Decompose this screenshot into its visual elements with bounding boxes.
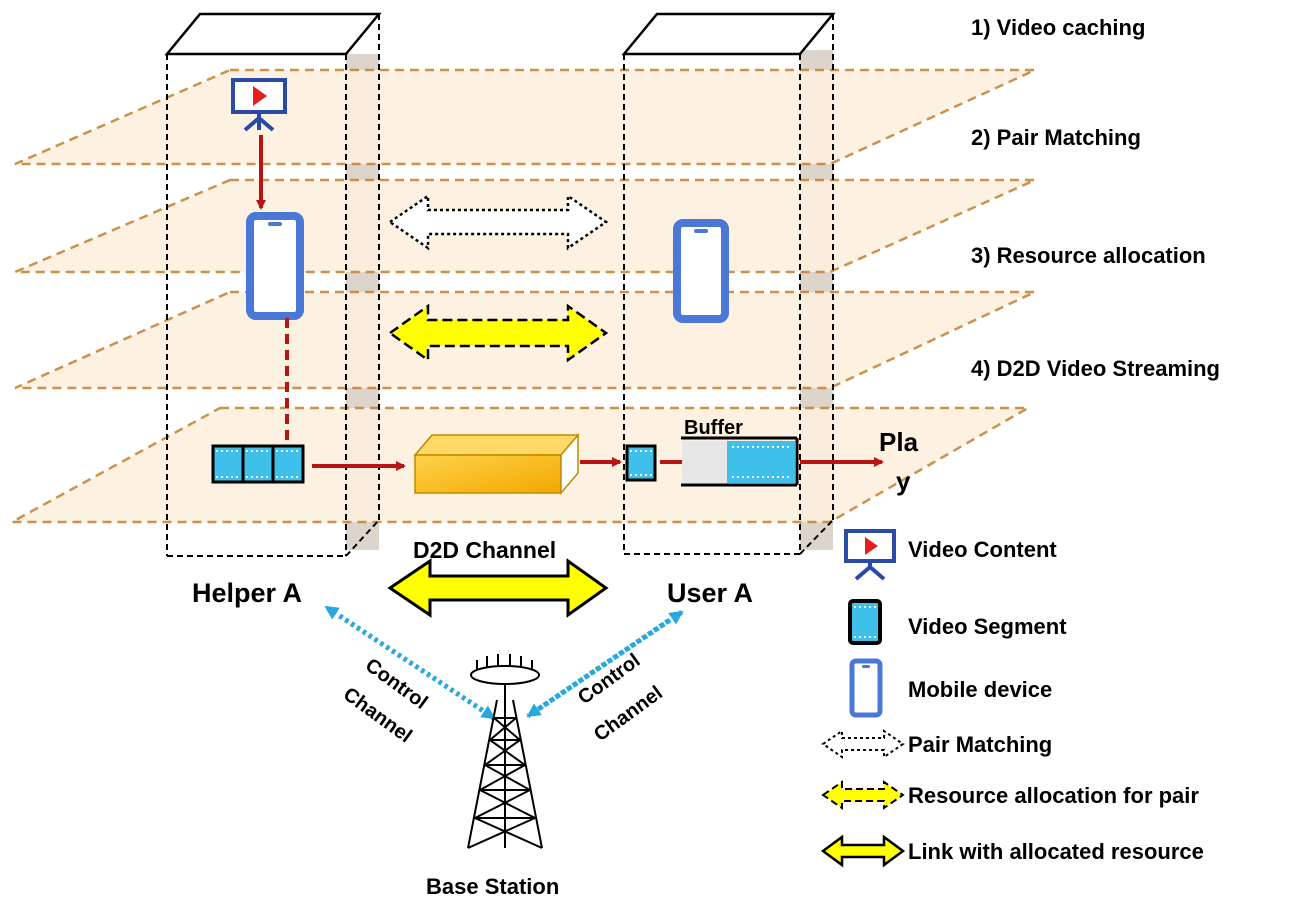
base-station-label: Base Station (426, 874, 559, 899)
segment-cell (271, 444, 305, 484)
legend-pair-matching-label: Pair Matching (908, 732, 1052, 757)
base-station-tower-icon (467, 654, 543, 849)
legend-mobile-device-label: Mobile device (908, 677, 1052, 702)
user-mobile-icon (673, 219, 729, 323)
legend-resource-allocation-label: Resource allocation for pair (908, 783, 1199, 808)
buffer-label: Buffer (684, 417, 743, 439)
control-channel-user-return (526, 618, 670, 719)
helper-building (164, 12, 382, 557)
legend-mobile-device-icon (849, 658, 883, 718)
helper-label: Helper A (192, 578, 302, 608)
legend-video-content-label: Video Content (908, 537, 1057, 562)
legend-video-segment-label: Video Segment (908, 614, 1067, 639)
control-channel-helper-return (338, 613, 496, 721)
segment-cell (241, 444, 275, 484)
step-3-label: 3) Resource allocation (971, 243, 1206, 268)
helper-mobile-icon (246, 212, 304, 320)
step-2-label: 2) Pair Matching (971, 125, 1141, 150)
channel-box (413, 432, 580, 496)
resource-allocation-arrow (387, 303, 609, 363)
legend-pair-matching-icon (821, 729, 905, 759)
d2d-channel-label: D2D Channel (413, 537, 556, 563)
user-label: User A (667, 578, 753, 608)
step-4-label: 4) D2D Video Streaming (971, 356, 1220, 381)
step-1-label: 1) Video caching (971, 15, 1145, 40)
d2d-channel-arrow (387, 558, 609, 618)
legend-link-allocated-icon (820, 834, 906, 868)
buffer (681, 436, 799, 487)
legend-resource-allocation-icon (821, 780, 905, 810)
segment-cell (211, 444, 245, 484)
pair-matching-arrow (387, 193, 609, 251)
legend-link-allocated-label: Link with allocated resource (908, 839, 1204, 864)
play-label-line1: Pla (879, 427, 919, 457)
helper-video-segments (211, 444, 305, 484)
play-label-line2: y (896, 466, 911, 496)
user-building (621, 12, 836, 555)
legend-video-segment-icon (848, 599, 882, 645)
legend-video-content-icon (844, 529, 896, 581)
user-video-segment (625, 444, 657, 482)
legend: Video Content Video Segment Mobile devic… (820, 529, 1204, 868)
video-content-icon (231, 78, 287, 132)
